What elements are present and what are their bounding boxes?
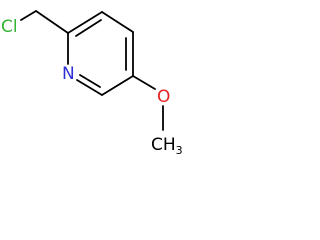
molecule-diagram: Cl N O CH3 [1, 10, 183, 157]
bond-c2-c3 [67, 11, 103, 34]
bond-c3-c4 [101, 11, 134, 33]
oxygen-label: O [157, 87, 170, 107]
bond-c6-n [76, 79, 103, 96]
bond-c6-n-inner [79, 74, 101, 88]
nitrogen-label: N [62, 64, 75, 84]
bond-cl-ch2 [20, 10, 37, 21]
structure-canvas: Cl N O CH3 [1, 10, 183, 157]
chlorine-label: Cl [1, 17, 18, 37]
bond-c5-c6 [101, 75, 134, 96]
bond-c2-c3-inner [75, 19, 102, 37]
methyl-ch-text: CH [151, 135, 176, 155]
bond-c5-o [132, 75, 156, 90]
methyl-label: CH3 [151, 135, 183, 157]
bond-ch2-c2 [35, 10, 69, 34]
methyl-subscript: 3 [176, 144, 183, 157]
